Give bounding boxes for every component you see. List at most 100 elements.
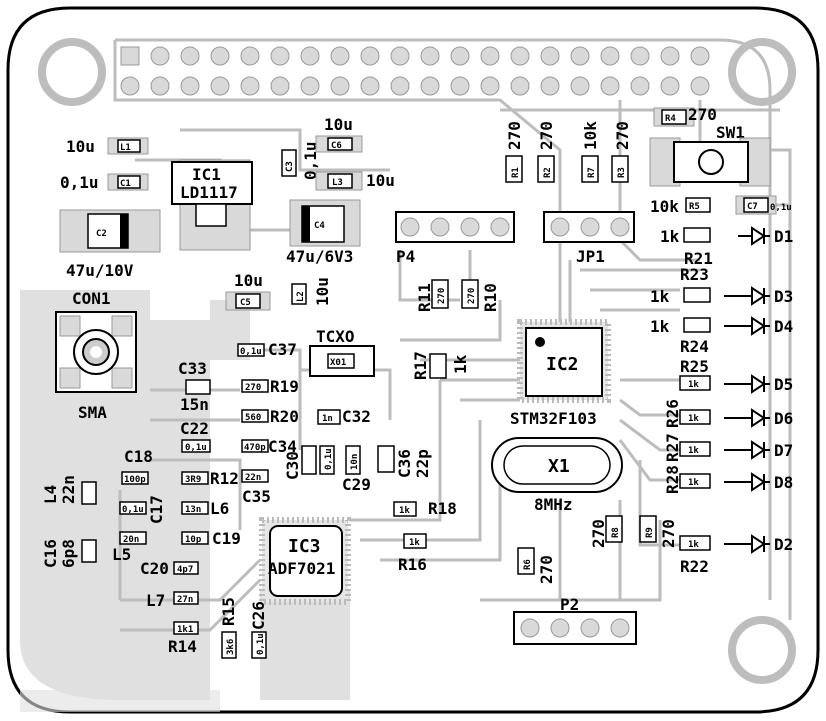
r4-ref: R4 [665,114,676,124]
r26-ref: R26 [663,399,682,428]
sma-label: SMA [78,403,107,422]
header-pin [180,76,200,96]
c5-ref: C5 [240,298,251,308]
r15-value: 3k6 [226,639,236,655]
header-pin [120,76,140,96]
header-pin [510,46,530,66]
p4-ref: P4 [396,247,415,266]
c4-value: 47u/6V3 [286,247,353,266]
r23-value: 1k [650,287,670,306]
r11-ref: R11 [415,283,434,312]
c32-value: 1n [322,414,333,424]
r1-ref: R1 [511,167,521,178]
l1-ref: L1 [120,143,131,153]
con1-ref: CON1 [72,289,111,308]
d2-ref: D2 [774,535,793,554]
p2-ref: P2 [560,595,579,614]
gpio-header [120,46,710,96]
c36-value: 22p [413,449,432,478]
top-right-section: 270 R1 270 R2 10k R7 270 R3 R4 270 SW1 1… [505,105,792,216]
d8-diode-icon [724,472,770,492]
c6-value: 10u [324,115,353,134]
header-pin [420,46,440,66]
ic1-part: LD1117 [180,183,238,202]
c35-value: 22n [245,473,261,483]
d7-diode-icon [724,440,770,460]
header-pin [300,46,320,66]
header-pin [450,46,470,66]
c2-ref: C2 [96,229,107,239]
header-pin [660,46,680,66]
l3-value: 10u [366,171,395,190]
r28-ref: R28 [663,465,682,494]
header-pin [120,46,140,66]
c20-value: 4p7 [177,565,193,575]
ic2-ref: IC2 [546,354,579,375]
r16-ref: R16 [398,555,427,574]
r25-value: 1k [688,380,699,390]
l6-value: 13n [185,505,201,515]
r20-ref: R20 [270,407,299,426]
connectors: P4 JP1 R11 270 270 R10 P2 [395,211,637,645]
d1-ref: D1 [774,227,793,246]
r24-value: 1k [650,317,670,336]
header-pin [660,76,680,96]
c34-ref: C34 [268,437,297,456]
r17-value: 1k [451,354,470,374]
header-pin [240,76,260,96]
l4-value: 22n [59,475,78,504]
header-pin [420,76,440,96]
x01-ref: X01 [330,358,346,368]
c30-ref: C30 [283,451,302,480]
c37-ref: C37 [268,340,297,359]
header-pin [630,76,650,96]
r6-value: 270 [537,555,556,584]
r14-ref: R14 [168,637,197,656]
r6-ref: R6 [523,559,533,570]
l2-ref: L2 [296,291,306,302]
c36-ref: C36 [395,449,414,478]
x1-value: 8MHz [534,495,573,514]
r16-value: 1k [409,538,420,548]
d5-diode-icon [724,374,770,394]
l3-ref: L3 [332,178,343,188]
r10-ref: R10 [481,283,500,312]
c30-value: 0,1u [324,448,334,470]
r8-value: 270 [589,519,608,548]
r26-value: 1k [688,414,699,424]
r24-ref: R24 [680,337,709,356]
header-pin [540,76,560,96]
header-pin [270,76,290,96]
r19-ref: R19 [270,377,299,396]
r27-value: 1k [688,446,699,456]
l5-value: 20n [123,535,139,545]
r28-value: 1k [688,478,699,488]
r12-ref: R12 [210,469,239,488]
l5-ref: L5 [112,545,131,564]
r1-value: 270 [505,121,524,150]
r9-ref: R9 [645,527,655,538]
r15-ref: R15 [219,597,238,626]
switch-button [698,149,724,175]
l6-ref: L6 [210,499,229,518]
c26-ref: C26 [249,601,268,630]
c22-value: 0,1u [185,443,207,453]
tcxo-label: TCXO [316,327,355,346]
ic3-part: ADF7021 [268,559,335,578]
header-pin [450,76,470,96]
d6-ref: D6 [774,409,793,428]
c29-value: 10n [350,454,360,470]
c1-ref: C1 [120,179,131,189]
r3-value: 270 [613,121,632,150]
r20-value: 560 [245,413,261,423]
header-pin [570,76,590,96]
r19-value: 270 [245,383,261,393]
c16-value: 6p8 [59,539,78,568]
d3-ref: D3 [774,287,793,306]
header-pin [360,46,380,66]
r4-value: 270 [688,105,717,124]
d2-diode-icon [724,534,770,554]
c5-value: 10u [234,271,263,290]
d4-diode-icon [724,316,770,336]
header-pin [360,76,380,96]
